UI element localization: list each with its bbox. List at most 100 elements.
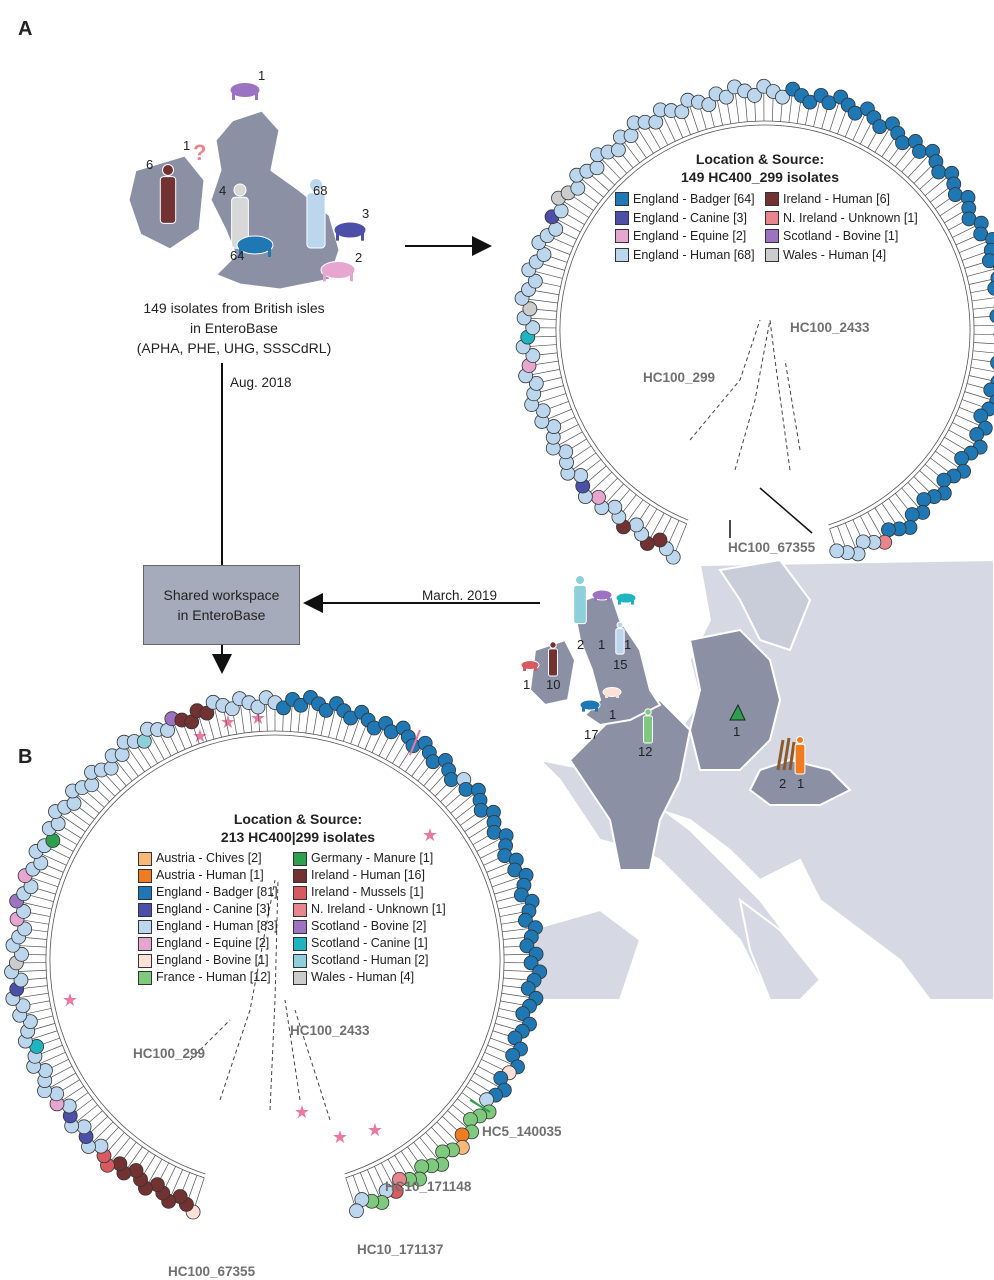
tree-branch	[901, 487, 920, 509]
star-icon: ★	[192, 726, 208, 746]
tree-leaf	[114, 747, 130, 762]
tree-branch	[32, 1023, 56, 1031]
legend-swatch	[138, 936, 152, 951]
tree-branch	[973, 316, 992, 318]
tree-branch	[198, 715, 208, 742]
tree-branch	[61, 1085, 85, 1102]
legend-swatch	[293, 953, 307, 968]
eu-count: 12	[638, 744, 653, 759]
tree-branch	[35, 887, 56, 895]
clade-label: HC100_299	[643, 370, 716, 385]
count-england-equine: 2	[355, 250, 363, 265]
count-unknown: 1	[183, 138, 191, 153]
tree-branch	[930, 457, 951, 474]
tree-leaf	[276, 700, 291, 716]
tree-branch	[350, 716, 361, 744]
tree-branch	[621, 494, 637, 514]
tree-branch	[17, 945, 47, 948]
tree-branch	[146, 745, 158, 764]
tree-leaf	[454, 1127, 470, 1143]
tree-branch	[590, 174, 610, 192]
legend-item: England - Human [83]	[138, 918, 293, 935]
tree-branch	[483, 857, 501, 866]
tree-branch	[77, 806, 95, 820]
tree-leaf	[528, 375, 544, 391]
tree-branch	[844, 522, 857, 550]
tree-branch	[581, 190, 599, 205]
legend-label: England - Canine [3]	[156, 902, 270, 916]
tree-leaf	[523, 955, 539, 971]
tree-branch	[207, 717, 215, 740]
tree-branch	[345, 1177, 356, 1207]
tree-branch	[968, 278, 994, 285]
count-scotland-bovine: 1	[258, 68, 266, 83]
tree-branch	[442, 1116, 459, 1132]
tree-branch	[546, 408, 572, 420]
tree-branch	[398, 749, 411, 768]
legend-label: England - Bovine [1]	[156, 953, 269, 967]
clade-connector	[734, 319, 771, 471]
tree-leaf	[969, 427, 985, 442]
clade-connector	[769, 319, 791, 471]
tree-branch	[874, 507, 887, 526]
tree-leaf	[414, 1159, 430, 1175]
tree-branch	[136, 745, 152, 768]
tree-branch	[557, 431, 583, 446]
clade-connector	[294, 1009, 331, 1121]
tree-branch	[297, 710, 301, 733]
eu-count: 15	[613, 657, 628, 672]
cow-icon	[605, 692, 608, 698]
legend-label: Germany - Manure [1]	[311, 851, 434, 865]
tree-branch	[320, 715, 326, 736]
legend-label: France - Human [12]	[156, 970, 271, 984]
tree-leaf	[990, 271, 994, 285]
tree-leaf	[916, 492, 932, 507]
tree-branch	[126, 746, 145, 772]
person-icon	[615, 628, 625, 655]
tree-leaf	[518, 912, 533, 928]
clade-connector	[784, 359, 801, 451]
tree-leaf	[989, 309, 994, 323]
tree-branch	[170, 1169, 183, 1197]
tree-branch	[588, 471, 613, 494]
tree-branch	[374, 1166, 385, 1187]
tree-branch	[569, 438, 587, 450]
tree-branch	[540, 281, 561, 287]
tree-leaf	[49, 1086, 65, 1102]
tree-leaf	[881, 522, 896, 538]
tree-leaf	[425, 754, 441, 770]
legend-swatch	[138, 902, 152, 917]
tree-branch	[744, 95, 748, 122]
tree-leaf	[570, 180, 586, 196]
mussel-icon	[523, 665, 526, 671]
tree-branch	[28, 894, 54, 902]
tree-branch	[359, 1172, 371, 1197]
tree-branch	[610, 155, 627, 174]
tree-leaf	[318, 702, 334, 718]
tree-branch	[24, 1008, 52, 1015]
box-line: (APHA, PHE, UHG, SSSCdRL)	[136, 340, 332, 356]
tree-branch	[565, 213, 585, 225]
badger-icon	[236, 235, 274, 255]
tree-branch	[425, 1132, 440, 1149]
tree-leaf	[66, 795, 82, 811]
tree-branch	[661, 516, 672, 536]
legend-swatch	[615, 229, 629, 244]
tree-branch	[501, 920, 521, 925]
clade-connector	[284, 999, 301, 1101]
tree-branch	[464, 814, 490, 832]
europe-map	[528, 558, 994, 1002]
tree-branch	[503, 945, 522, 948]
tree-leaf	[872, 119, 888, 134]
tree-branch	[881, 503, 897, 525]
cow-icon	[594, 595, 597, 602]
tree-leaf	[463, 1112, 478, 1127]
tree-branch	[481, 1059, 505, 1071]
person-icon	[644, 708, 652, 716]
tree-branch	[601, 477, 618, 495]
tree-branch	[28, 912, 51, 917]
legend-item: Wales - Human [4]	[765, 246, 905, 265]
tree-branch	[584, 459, 602, 473]
tree-branch	[536, 393, 567, 404]
